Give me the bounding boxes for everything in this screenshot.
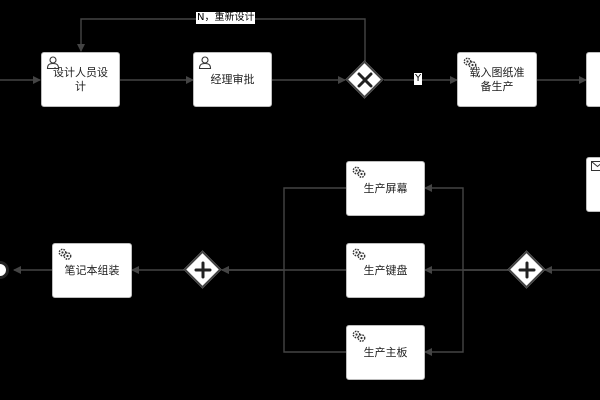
task-assemble-laptop-label: 笔记本组装 — [64, 263, 120, 277]
flow-split-to-board — [424, 270, 464, 356]
task-produce-keyboard[interactable]: 生产键盘 — [346, 243, 425, 298]
edge-label-redesign: N，重新设计 — [196, 12, 256, 24]
envelope-icon — [591, 161, 600, 171]
flow-split-to-screen — [424, 184, 508, 271]
gear-icon — [352, 330, 366, 342]
plus-icon — [194, 261, 212, 279]
flow-board-to-join — [283, 270, 346, 353]
task-assemble-laptop[interactable]: 笔记本组装 — [52, 243, 132, 298]
task-designer-label: 设计人员设计 — [53, 65, 108, 93]
task-message-partial[interactable] — [586, 157, 600, 212]
gear-icon — [58, 248, 72, 260]
task-manager-label: 经理审批 — [210, 72, 255, 86]
task-designer[interactable]: 设计人员设计 — [41, 52, 120, 107]
task-produce-screen-label: 生产屏幕 — [363, 181, 408, 195]
x-icon — [357, 72, 373, 88]
task-produce-screen[interactable]: 生产屏幕 — [346, 161, 425, 216]
end-event[interactable] — [0, 261, 9, 279]
task-manager[interactable]: 经理审批 — [193, 52, 272, 107]
gear-icon — [352, 248, 366, 260]
task-next-partial[interactable] — [586, 52, 600, 107]
task-produce-board-label: 生产主板 — [363, 345, 408, 359]
task-load-drawings-label: 载入图纸准备生产 — [469, 65, 525, 93]
edge-label-yes: Y — [414, 73, 423, 85]
plus-icon — [518, 261, 536, 279]
task-load-drawings[interactable]: 载入图纸准备生产 — [457, 52, 537, 107]
user-icon — [46, 56, 60, 69]
user-icon — [198, 56, 212, 69]
task-produce-keyboard-label: 生产键盘 — [363, 263, 408, 277]
task-produce-board[interactable]: 生产主板 — [346, 325, 425, 380]
gear-icon — [352, 166, 366, 178]
gear-icon — [463, 57, 477, 69]
flow-screen-to-join — [221, 187, 346, 274]
